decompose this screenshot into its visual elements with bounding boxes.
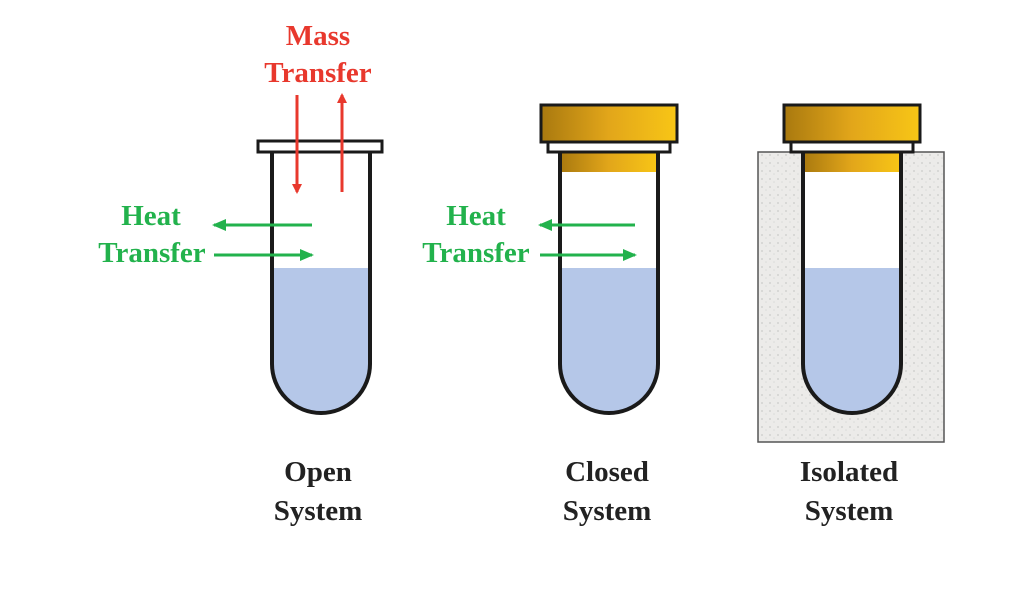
liquid — [272, 268, 370, 413]
cap — [782, 103, 922, 144]
heat-label: Transfer — [422, 237, 530, 269]
heat-label: Heat — [121, 200, 181, 232]
caption: Open — [284, 456, 352, 488]
caption: System — [274, 495, 363, 527]
caption: System — [563, 495, 652, 527]
test-tube — [558, 152, 660, 415]
caption: Isolated — [800, 456, 898, 488]
cap — [539, 103, 679, 144]
mass-label: Mass — [286, 20, 350, 52]
caption: System — [805, 495, 894, 527]
isolated-system: Isolated System — [757, 103, 945, 527]
open-system: Mass Transfer Heat Transfer Open System — [98, 20, 384, 527]
test-tube — [270, 152, 372, 415]
heat-label: Transfer — [98, 237, 206, 269]
stopper — [560, 152, 658, 172]
caption: Closed — [565, 456, 649, 488]
tube-rim — [256, 139, 384, 154]
liquid — [803, 268, 901, 413]
stopper — [803, 152, 901, 172]
test-tube — [801, 152, 903, 415]
mass-label: Transfer — [264, 57, 372, 89]
heat-label: Heat — [446, 200, 506, 232]
liquid — [560, 268, 658, 413]
closed-system: Heat Transfer Closed System — [422, 103, 679, 527]
